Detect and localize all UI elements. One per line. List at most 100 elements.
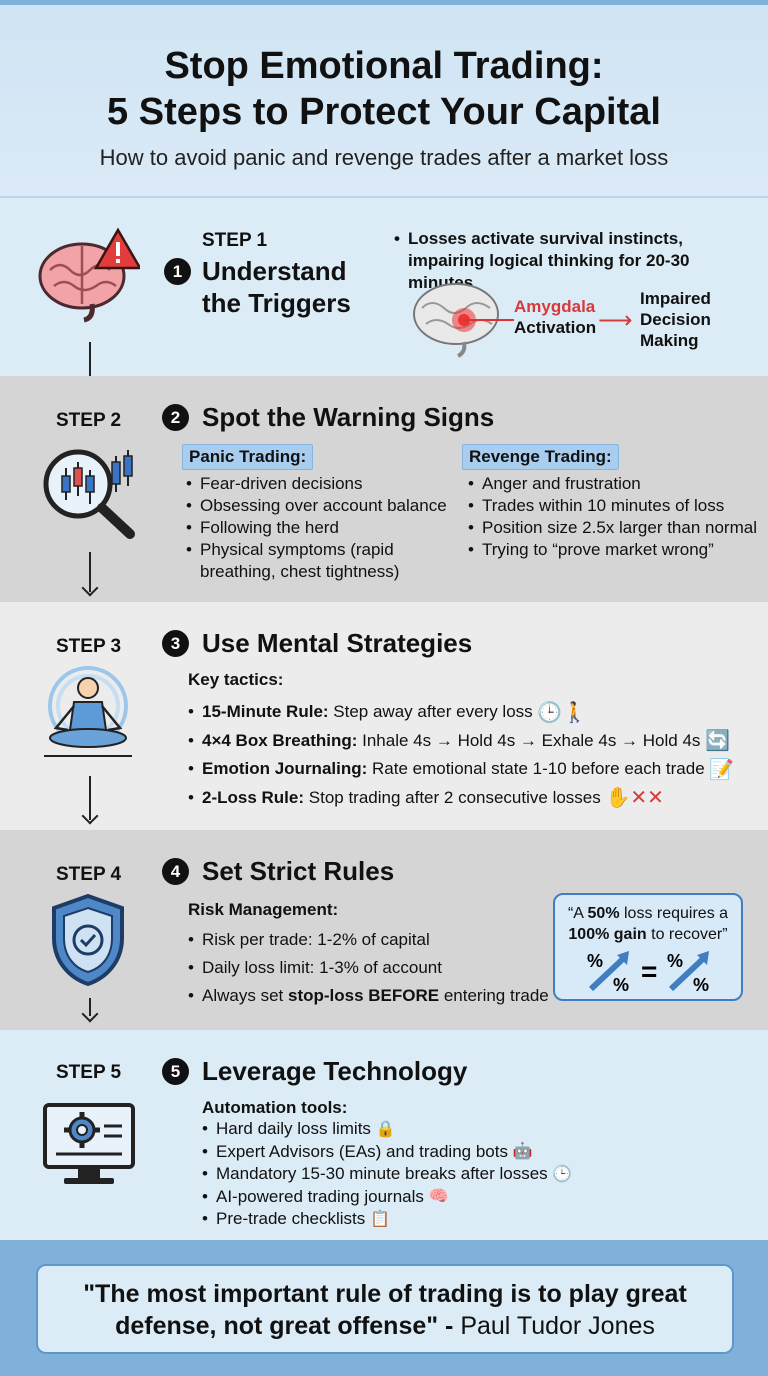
callout-d: 100% gain <box>568 926 647 943</box>
tool-text: AI-powered trading journals <box>216 1186 424 1206</box>
svg-text:%: % <box>613 975 629 995</box>
flow-arrow-4 <box>89 998 91 1016</box>
step-1-title-line2: the Triggers <box>202 288 351 318</box>
flow-arrowhead-4 <box>81 1005 99 1023</box>
list-item: Pre-trade checklists 📋 <box>200 1208 760 1231</box>
impaired-line-3: Making <box>640 331 699 350</box>
step-4-section: STEP 4 4 Set Strict Rules Risk Managemen… <box>0 830 768 1030</box>
svg-text:%: % <box>587 951 603 971</box>
page-subtitle: How to avoid panic and revenge trades af… <box>99 145 669 170</box>
journal-icon: 📝 <box>709 758 735 781</box>
step-4-title: Set Strict Rules <box>202 856 395 886</box>
list-item: Physical symptoms (rapid breathing, ches… <box>184 539 456 583</box>
tactic-text: Stop trading after 2 consecutive losses <box>304 787 601 807</box>
quote-line-2: defense, not great offense" - <box>115 1312 461 1340</box>
list-item: Trades within 10 minutes of loss <box>466 495 758 517</box>
box-cycle-icon: 🔄 <box>705 730 731 753</box>
step-1-label: STEP 1 <box>202 230 268 251</box>
activation-label: Activation <box>514 318 597 337</box>
step-3-number: 3 <box>162 630 189 657</box>
step-5-number: 5 <box>162 1058 189 1085</box>
step-1-number: 1 <box>164 258 191 285</box>
tactic-text: Step away after every loss <box>328 702 533 721</box>
step-5-section: STEP 5 5 Leverage Technology Automation … <box>0 1030 768 1240</box>
percent-equation-icon: % % = % % <box>587 951 709 995</box>
flow-arrow-1 <box>89 342 91 376</box>
step-3-label: STEP 3 <box>56 636 122 657</box>
list-item: 2-Loss Rule: Stop trading after 2 consec… <box>186 784 766 813</box>
list-item: 15-Minute Rule: Step away after every lo… <box>186 698 766 727</box>
tools-list: Hard daily loss limits 🔒 Expert Advisors… <box>200 1118 760 1231</box>
risk-rules-list: Risk per trade: 1-2% of capital Daily lo… <box>186 926 556 1010</box>
list-item: AI-powered trading journals 🧠 <box>200 1186 760 1209</box>
stop-hand-icon: ✋ <box>605 787 631 810</box>
list-item: Trying to “prove market wrong” <box>466 539 758 561</box>
list-item: Risk per trade: 1-2% of capital <box>186 926 556 954</box>
footer: "The most important rule of trading is t… <box>0 1240 768 1376</box>
clock-icon: 🕒 <box>552 1165 573 1183</box>
callout-b: 50% <box>587 905 620 922</box>
cross-icon: ✕✕ <box>630 787 664 810</box>
tactic-name: 2-Loss Rule: <box>202 787 305 807</box>
list-item: Expert Advisors (EAs) and trading bots 🤖 <box>200 1141 760 1164</box>
rule-bold: stop-loss BEFORE <box>287 986 440 1005</box>
list-item: Always set stop-loss BEFORE entering tra… <box>186 982 556 1010</box>
loss-recovery-callout: “A 50% loss requires a 100% gain to reco… <box>553 893 743 1001</box>
computer-gear-icon <box>43 1103 135 1184</box>
brain-icon: 🧠 <box>428 1188 449 1206</box>
step-2-number: 2 <box>162 404 189 431</box>
impaired-line-1: Impaired <box>640 289 711 308</box>
impaired-line-2: Decision <box>640 310 711 329</box>
tactics-list: 15-Minute Rule: Step away after every lo… <box>186 698 766 812</box>
quote-box: "The most important rule of trading is t… <box>36 1264 734 1354</box>
step-4-number: 4 <box>162 858 189 885</box>
tactic-name: 4×4 Box Breathing: <box>202 730 358 750</box>
list-item: Hard daily loss limits 🔒 <box>200 1118 760 1141</box>
quote-line-1: "The most important rule of trading is t… <box>83 1280 687 1308</box>
quote-author: Paul Tudor Jones <box>460 1312 655 1340</box>
tool-text: Hard daily loss limits <box>216 1119 371 1138</box>
list-item: Obsessing over account balance <box>184 495 456 517</box>
amygdala-label: Amygdala <box>514 297 596 316</box>
tactic-text: Inhale 4s → Hold 4s → Exhale 4s → Hold 4… <box>357 730 701 750</box>
svg-text:%: % <box>693 975 709 995</box>
tool-text: Pre-trade checklists <box>216 1209 366 1229</box>
callout-c: loss requires a <box>619 905 729 922</box>
key-tactics-label: Key tactics: <box>188 670 284 689</box>
walking-icon: 🚶 <box>562 701 588 724</box>
revenge-list: Anger and frustration Trades within 10 m… <box>466 473 758 561</box>
lock-icon: 🔒 <box>375 1120 396 1138</box>
list-item: Position size 2.5x larger than normal <box>466 517 758 539</box>
flow-arrow-2 <box>89 552 91 592</box>
flow-arrowhead-3 <box>81 807 99 825</box>
tactic-text: Rate emotional state 1-10 before each tr… <box>367 759 705 779</box>
risk-management-label: Risk Management: <box>188 900 339 919</box>
robot-icon: 🤖 <box>512 1143 533 1161</box>
automation-tools-label: Automation tools: <box>202 1098 348 1117</box>
impaired-decision-label: Impaired Decision Making <box>640 288 711 351</box>
step-4-label: STEP 4 <box>56 864 122 885</box>
svg-text:%: % <box>667 951 683 971</box>
page-title-line2: 5 Steps to Protect Your Capital <box>107 91 661 133</box>
flow-arrowhead-2 <box>81 579 99 597</box>
rule-text: Always set <box>202 986 288 1005</box>
meditation-icon <box>44 666 132 757</box>
step-1-section: STEP 1 1 Understand the Triggers •Losses… <box>0 198 768 376</box>
tool-text: Expert Advisors (EAs) and trading bots <box>216 1141 508 1161</box>
shield-check-icon <box>52 893 124 987</box>
right-arrow-icon: ⟶ <box>598 307 633 334</box>
magnifier-chart-icon <box>43 449 135 539</box>
svg-text:=: = <box>641 956 657 987</box>
step-2-section: STEP 2 2 Spot the Warning Signs Panic Tr… <box>0 376 768 602</box>
clock-icon: 🕒 <box>537 701 563 724</box>
list-item: Following the herd <box>184 517 456 539</box>
step-5-title: Leverage Technology <box>202 1056 468 1086</box>
list-item: Anger and frustration <box>466 473 758 495</box>
step-2-title: Spot the Warning Signs <box>202 402 495 432</box>
list-item: 4×4 Box Breathing: Inhale 4s → Hold 4s →… <box>186 727 766 756</box>
callout-a: “A <box>567 905 588 922</box>
brain-alert-icon <box>38 227 140 323</box>
callout-text: “A 50% loss requires a 100% gain to reco… <box>555 903 741 945</box>
rule-text: entering trade <box>439 986 549 1005</box>
list-item: Mandatory 15-30 minute breaks after loss… <box>200 1163 760 1186</box>
